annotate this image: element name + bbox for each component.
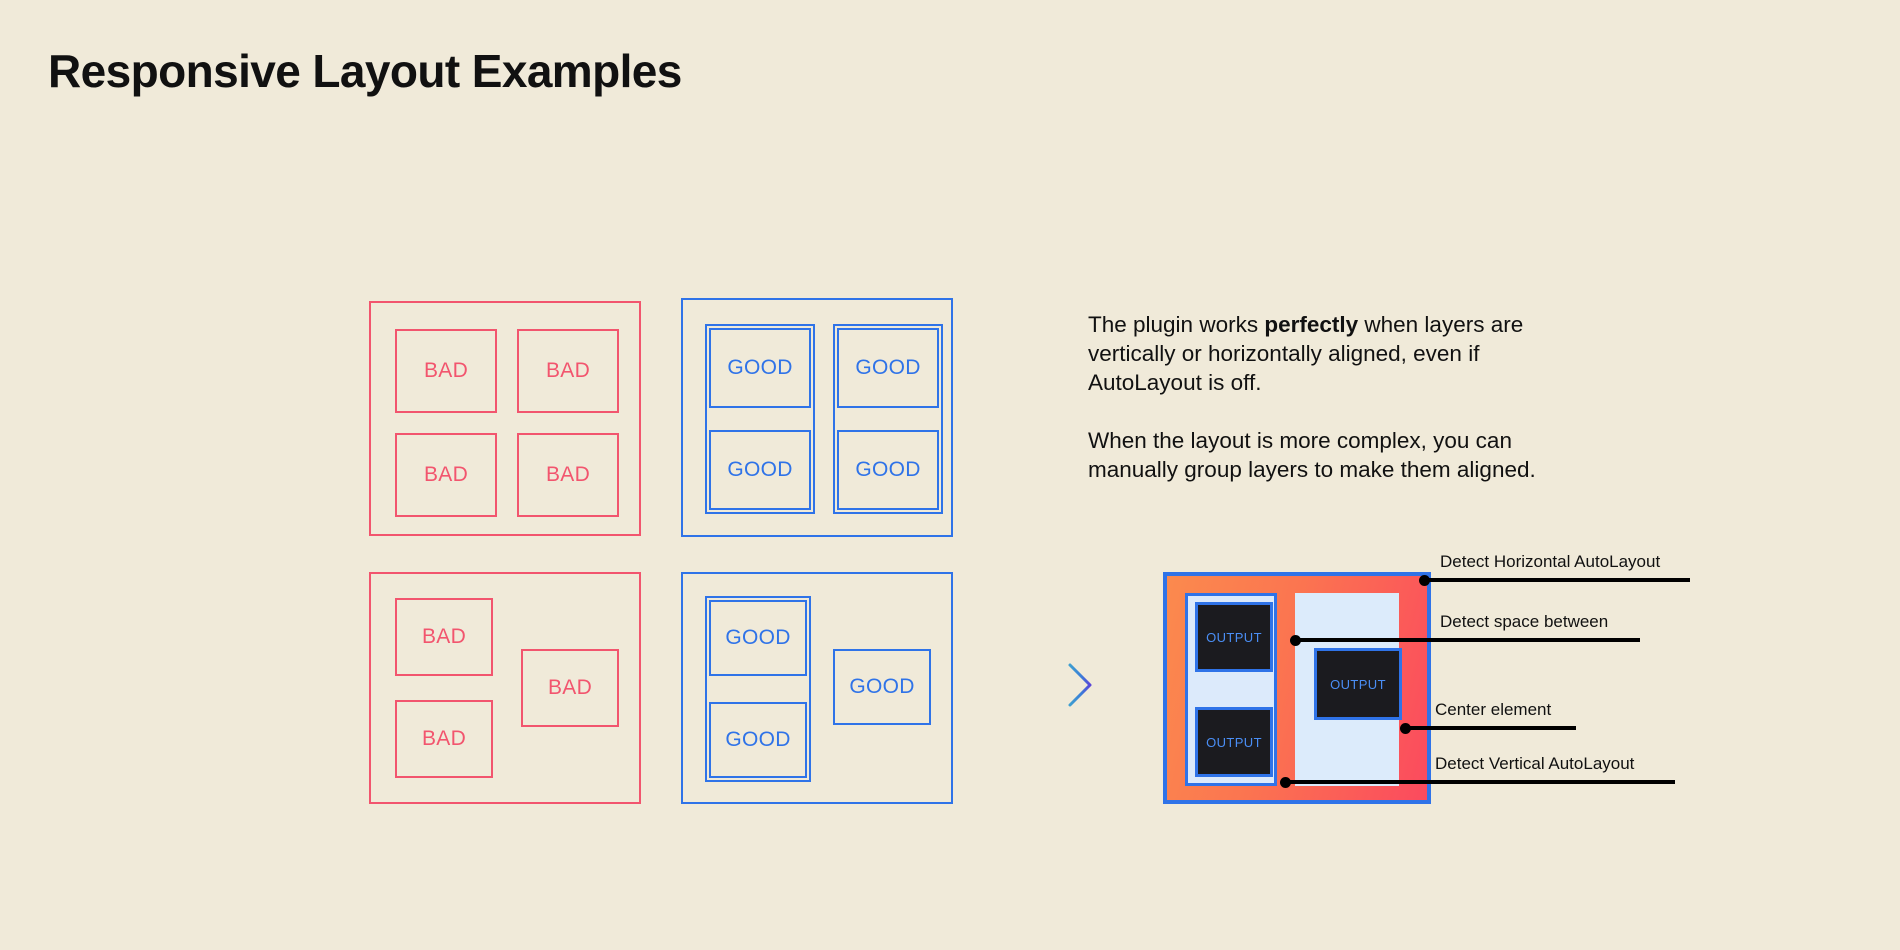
info-paragraph-2: When the layout is more complex, you can… bbox=[1088, 428, 1536, 482]
example-group-good-grid-bottom: GOOD GOOD GOOD bbox=[681, 572, 953, 804]
good-cell: GOOD bbox=[709, 600, 807, 676]
bad-cell: BAD bbox=[517, 433, 619, 517]
group-wrapper bbox=[705, 324, 815, 514]
info-paragraph-1-emphasis: perfectly bbox=[1264, 312, 1359, 337]
annotation-label: Detect Vertical AutoLayout bbox=[1435, 754, 1635, 773]
dashed-arrow-right-icon bbox=[1012, 660, 1102, 710]
bad-cell: BAD bbox=[395, 433, 497, 517]
good-cell: GOOD bbox=[709, 702, 807, 778]
bad-cell: BAD bbox=[521, 649, 619, 727]
bad-cell: BAD bbox=[395, 598, 493, 676]
page-title: Responsive Layout Examples bbox=[48, 45, 682, 97]
annotation-label: Center element bbox=[1435, 700, 1552, 719]
bad-cell: BAD bbox=[395, 329, 497, 413]
mockup-left-panel: OUTPUT OUTPUT bbox=[1185, 593, 1277, 786]
annotation-label: Detect Horizontal AutoLayout bbox=[1440, 552, 1661, 571]
annotation-line bbox=[1285, 780, 1675, 784]
bad-cell: BAD bbox=[517, 329, 619, 413]
example-group-bad-grid-top: BAD BAD BAD BAD bbox=[369, 301, 641, 536]
good-cell: GOOD bbox=[709, 328, 811, 408]
output-box: OUTPUT bbox=[1195, 602, 1273, 672]
bad-cell: BAD bbox=[395, 700, 493, 778]
paragraph-spacer bbox=[1088, 397, 1558, 426]
output-box: OUTPUT bbox=[1195, 707, 1273, 777]
autolayout-mockup: OUTPUT OUTPUT OUTPUT bbox=[1163, 572, 1431, 804]
example-group-bad-grid-bottom: BAD BAD BAD bbox=[369, 572, 641, 804]
info-panel: The plugin works perfectly when layers a… bbox=[1088, 310, 1558, 484]
group-wrapper bbox=[705, 596, 811, 782]
annotation-label: Detect space between bbox=[1440, 612, 1609, 631]
info-paragraph-1: The plugin works perfectly when layers a… bbox=[1088, 310, 1558, 397]
good-cell: GOOD bbox=[837, 430, 939, 510]
example-group-good-grid-top: GOOD GOOD GOOD GOOD bbox=[681, 298, 953, 537]
good-cell: GOOD bbox=[837, 328, 939, 408]
annotation-line bbox=[1295, 638, 1640, 642]
good-cell: GOOD bbox=[833, 649, 931, 725]
annotation-line bbox=[1424, 578, 1690, 582]
group-wrapper bbox=[833, 324, 943, 514]
info-paragraph-1-part1: The plugin works bbox=[1088, 312, 1265, 337]
annotation-line bbox=[1405, 726, 1576, 730]
good-cell: GOOD bbox=[709, 430, 811, 510]
output-box: OUTPUT bbox=[1314, 648, 1402, 720]
info-paragraph-1-part2: when layers are vertically or horizontal… bbox=[1088, 312, 1524, 395]
